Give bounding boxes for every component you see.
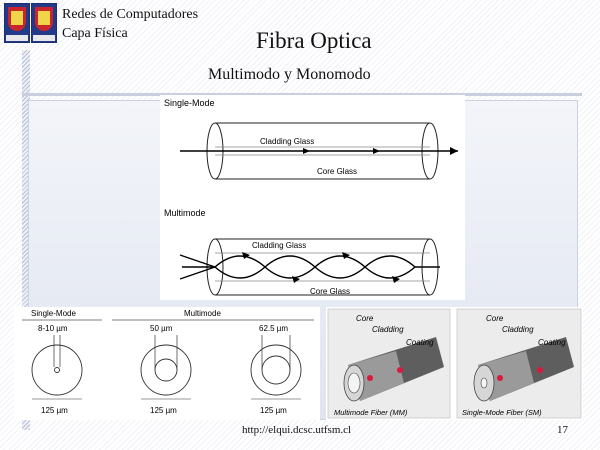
university-logo [4,3,30,43]
cross-single-mode-label: Single-Mode [31,309,76,318]
core-glass-label-2: Core Glass [310,287,350,296]
slide-title: Fibra Optica [256,28,372,53]
sm-caption: Single-Mode Fiber (SM) [462,408,542,417]
left-decorative-bar [22,50,30,430]
cladding-glass-label: Cladding Glass [260,137,314,146]
topic-name: Capa Física [62,26,128,41]
core-size-1: 8-10 µm [38,324,68,333]
cross-section-figure: Single-Mode Multimode 8-10 µm 50 µm 62.5… [14,307,320,420]
mm-coating-label: Coating [406,338,434,347]
single-mode-label: Single-Mode [164,98,215,108]
core-size-2: 50 µm [150,324,173,333]
mm-cladding-label: Cladding [372,325,404,334]
cladding-size-3: 125 µm [260,406,287,415]
footer-url: http://elqui.dcsc.utfsm.cl [242,424,352,436]
mm-caption: Multimode Fiber (MM) [334,408,408,417]
core-size-3: 62.5 µm [259,324,288,333]
fiber-photo-figure: Core Cladding Coating Multimode Fiber (M… [326,307,583,420]
course-name: Redes de Computadores [62,7,199,22]
propagation-figure: Single-Mode Cladding Glass Core Glass Mu… [160,95,465,300]
page-number: 17 [557,424,568,436]
cladding-glass-label-2: Cladding Glass [252,241,306,250]
department-logo [31,3,57,43]
mm-core-label: Core [356,314,374,323]
slide-subtitle: Multimodo y Monomodo [208,66,371,83]
cladding-size-1: 125 µm [41,406,68,415]
cladding-size-2: 125 µm [150,406,177,415]
top-divider [22,93,582,96]
multimode-label: Multimode [164,208,206,218]
sm-core-label: Core [486,314,504,323]
cross-multimode-label: Multimode [184,309,221,318]
sm-cladding-label: Cladding [502,325,534,334]
core-glass-label: Core Glass [317,167,357,176]
sm-coating-label: Coating [538,338,566,347]
